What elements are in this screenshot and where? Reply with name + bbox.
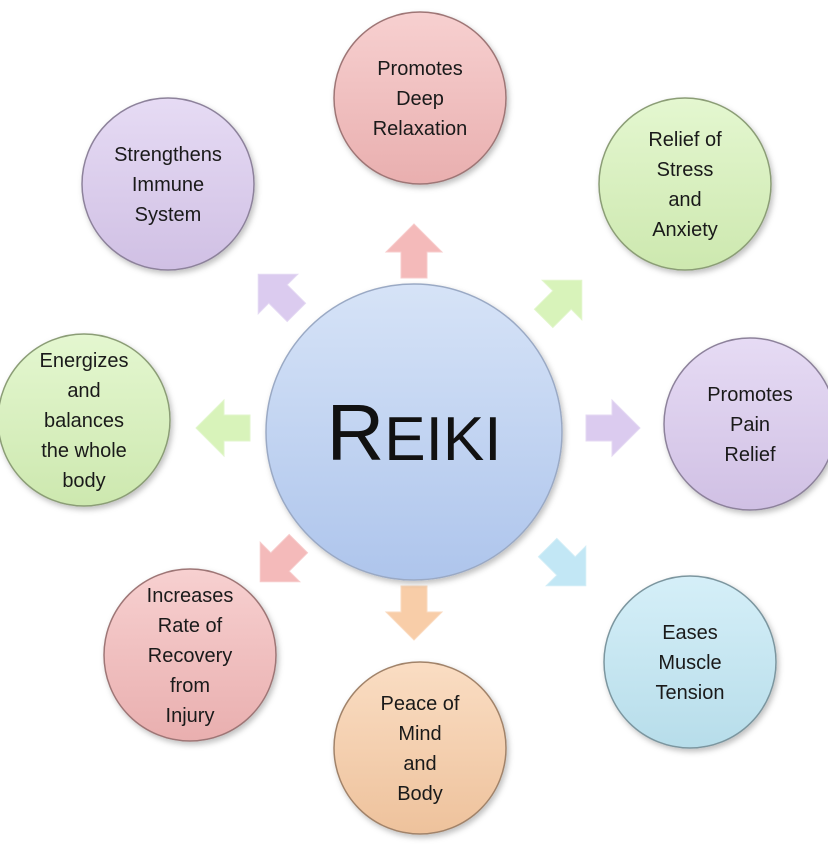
- center-label-initial: R: [327, 388, 385, 477]
- node-label-line: Relaxation: [373, 118, 468, 140]
- node-label-line: Body: [397, 783, 443, 805]
- node-circle: [81, 97, 255, 271]
- node-circle: [333, 661, 507, 835]
- arrow-increases-rate-of-recovery: [259, 533, 309, 583]
- arrow-energizes-and-balances: [195, 398, 251, 458]
- node-label-line: Energizes: [40, 350, 129, 372]
- node-label: Energizes and balances the whole body: [40, 350, 129, 492]
- node-label-line: Deep: [396, 88, 444, 110]
- node-label-line: Peace of: [381, 693, 460, 715]
- arrow-strengthens-immune-system: [257, 273, 307, 323]
- arrow-peace-of-mind-and-body: [384, 585, 444, 641]
- node-label-line: Immune: [132, 174, 204, 196]
- center-label: REIKI: [327, 388, 502, 477]
- node-label-line: Anxiety: [652, 219, 718, 241]
- node-circle: [598, 97, 772, 271]
- node-label-line: Tension: [656, 682, 725, 704]
- arrow-eases-muscle-tension: [537, 537, 587, 587]
- node-circle: [603, 575, 777, 749]
- node-circle: [333, 11, 507, 185]
- node-label-line: balances: [44, 410, 124, 432]
- arrows-layer: [195, 223, 641, 641]
- node-label-line: Rate of: [158, 615, 223, 637]
- node-label-line: Stress: [657, 159, 714, 181]
- node-label-line: Relief of: [648, 129, 722, 151]
- node-label-line: Pain: [730, 414, 770, 436]
- center-circle: [265, 283, 563, 581]
- node-label-line: Relief: [724, 444, 776, 466]
- node-label-line: from: [170, 675, 210, 697]
- node-label-line: and: [67, 380, 100, 402]
- arrow-promotes-pain-relief: [585, 398, 641, 458]
- node-circle: [663, 337, 828, 511]
- node-label-line: body: [62, 470, 105, 492]
- node-label-line: Mind: [398, 723, 441, 745]
- node-label-line: Muscle: [658, 652, 721, 674]
- node-circle: [0, 333, 171, 507]
- arrow-relief-of-stress-and-anxiety: [533, 279, 583, 329]
- node-label-line: and: [403, 753, 436, 775]
- node-label-line: Increases: [147, 585, 234, 607]
- node-label-line: Promotes: [707, 384, 793, 406]
- node-label-line: Promotes: [377, 58, 463, 80]
- node-circle: [103, 568, 277, 742]
- node-label-line: Injury: [166, 705, 215, 727]
- node-label-line: System: [135, 204, 202, 226]
- arrow-promotes-deep-relaxation: [384, 223, 444, 279]
- node-energizes-and-balances: Energizes and balances the whole body: [0, 333, 171, 507]
- node-label-line: Eases: [662, 622, 718, 644]
- center-label-rest: EIKI: [384, 405, 501, 474]
- node-label-line: Recovery: [148, 645, 232, 667]
- node-label-line: the whole: [41, 440, 127, 462]
- node-label-line: Strengthens: [114, 144, 222, 166]
- center-node: REIKI: [265, 283, 563, 581]
- node-label-line: and: [668, 189, 701, 211]
